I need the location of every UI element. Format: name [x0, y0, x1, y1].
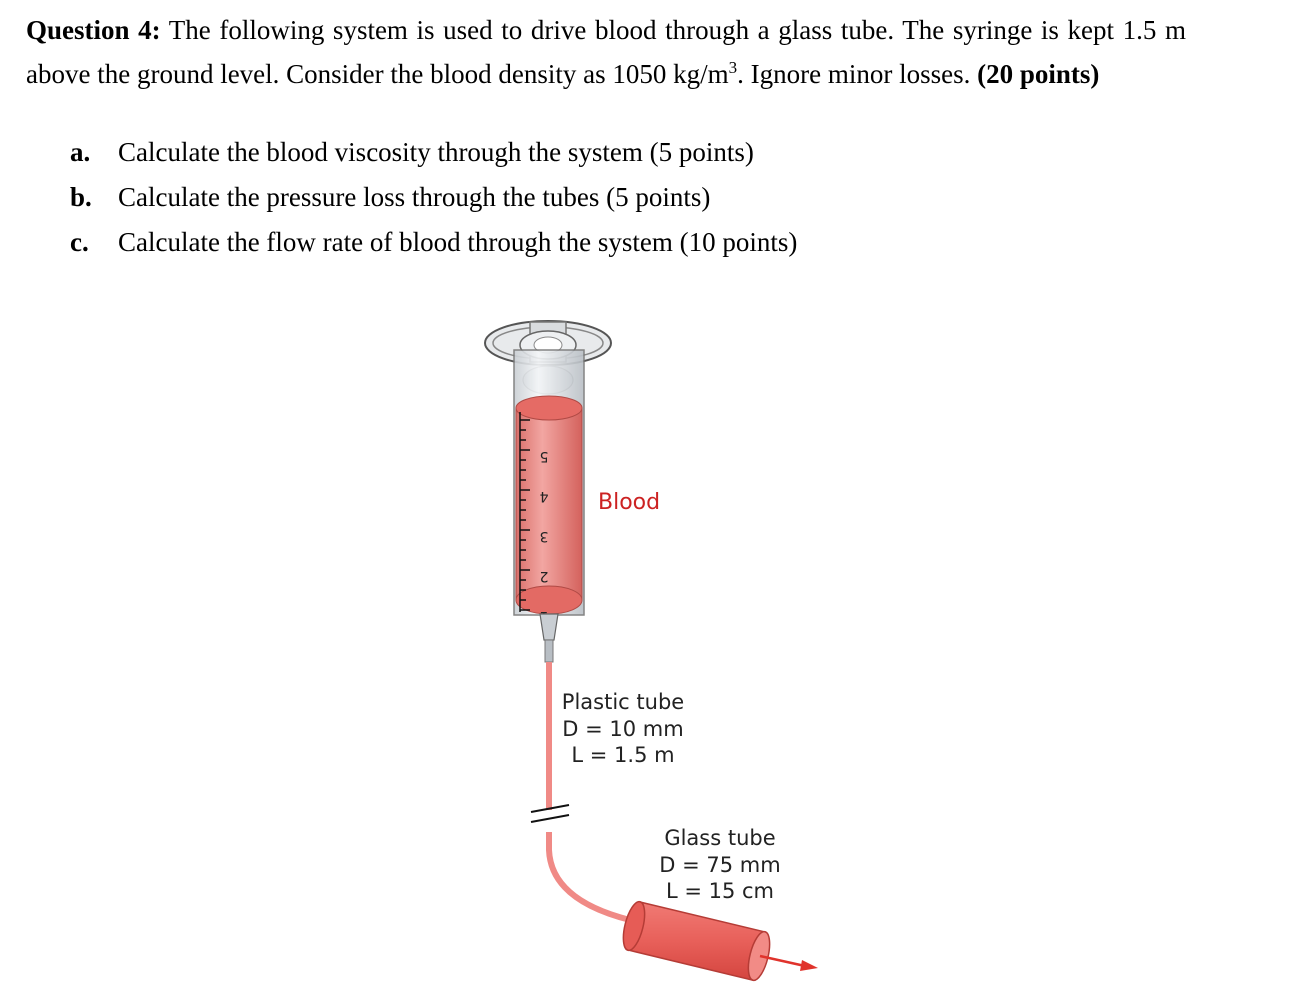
glass-tube-name: Glass tube [664, 826, 775, 850]
plastic-tube [530, 662, 631, 923]
glass-tube-diameter: D = 75 mm [659, 853, 780, 877]
part-letter: b. [70, 182, 92, 212]
outflow-arrow [759, 954, 818, 971]
plastic-tube-name: Plastic tube [562, 690, 684, 714]
syringe-tip [539, 613, 559, 663]
glass-tube-length: L = 15 cm [666, 879, 774, 903]
part-letter: a. [70, 137, 91, 167]
question-points: (20 points) [977, 59, 1100, 89]
plastic-tube-label: Plastic tube D = 10 mm L = 1.5 m [562, 690, 684, 767]
syringe-barrel [513, 349, 585, 616]
scale-number-4: 4 [539, 488, 548, 504]
question-parts: a. Calculate the blood viscosity through… [70, 130, 797, 265]
blood-label: Blood [598, 490, 660, 515]
part-text: Calculate the flow rate of blood through… [118, 227, 798, 257]
scale-number-5: 5 [540, 448, 549, 464]
part-a: a. Calculate the blood viscosity through… [70, 130, 797, 175]
glass-tube-label: Glass tube D = 75 mm L = 15 cm [659, 826, 780, 903]
question-stem: Question 4: The following system is used… [26, 12, 1186, 93]
scale-number-3: 3 [540, 528, 549, 544]
plastic-tube-diameter: D = 10 mm [562, 717, 683, 741]
scale-number-2: 2 [540, 568, 549, 584]
question-text-after: . Ignore minor losses. [737, 59, 978, 89]
part-c: c. Calculate the flow rate of blood thro… [70, 220, 797, 265]
question-label: Question 4: [26, 15, 161, 45]
question-text: The following system is used to drive bl… [26, 15, 1186, 89]
part-letter: c. [70, 227, 89, 257]
part-text: Calculate the pressure loss through the … [118, 182, 711, 212]
plastic-tube-length: L = 1.5 m [571, 743, 674, 767]
syringe-scale [519, 412, 530, 612]
density-unit-exponent: 3 [728, 58, 738, 77]
part-b: b. Calculate the pressure loss through t… [70, 175, 797, 220]
part-text: Calculate the blood viscosity through th… [118, 137, 754, 167]
glass-tube [622, 900, 771, 982]
